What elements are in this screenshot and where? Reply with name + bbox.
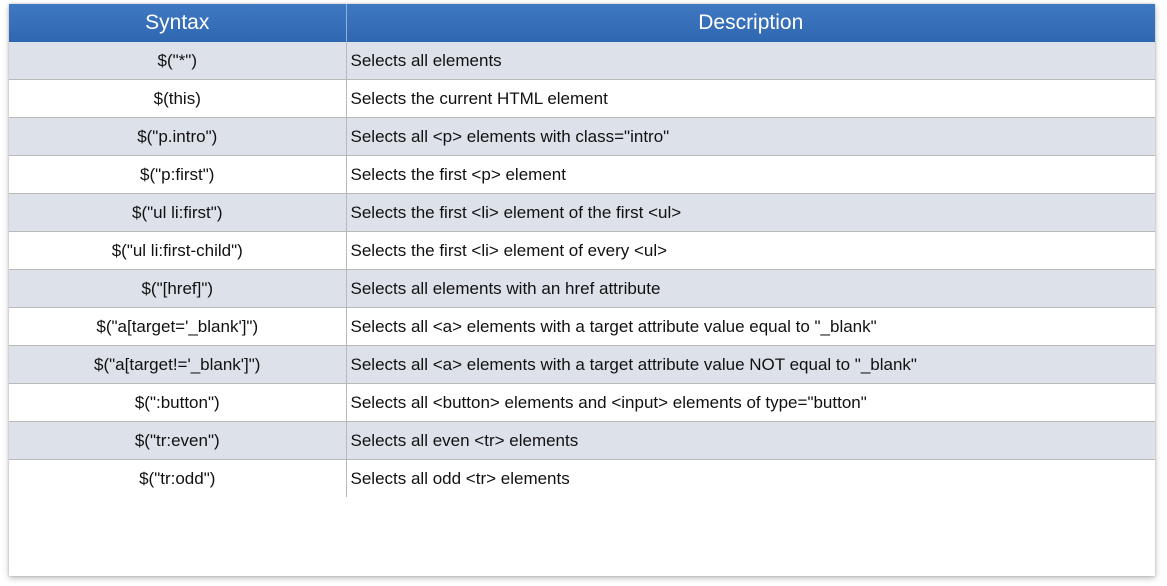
- syntax-cell: $("a[target='_blank']"): [9, 307, 347, 346]
- description-cell: Selects the first <li> element of every …: [346, 231, 1155, 270]
- table-row: $("ul li:first") Selects the first <li> …: [9, 193, 1155, 232]
- syntax-cell: $("*"): [9, 42, 347, 80]
- table-row: $(":button") Selects all <button> elemen…: [9, 383, 1155, 422]
- syntax-cell: $("tr:even"): [9, 421, 347, 460]
- description-cell: Selects all <a> elements with a target a…: [346, 345, 1155, 384]
- table-row: $("tr:even") Selects all even <tr> eleme…: [9, 421, 1155, 460]
- table-row: $("a[target!='_blank']") Selects all <a>…: [9, 345, 1155, 384]
- description-cell: Selects all odd <tr> elements: [346, 459, 1155, 497]
- description-cell: Selects all <p> elements with class="int…: [346, 117, 1155, 156]
- table-row: $("p:first") Selects the first <p> eleme…: [9, 155, 1155, 194]
- table-row: $("p.intro") Selects all <p> elements wi…: [9, 117, 1155, 156]
- table-row: $("tr:odd") Selects all odd <tr> element…: [9, 459, 1155, 497]
- description-cell: Selects all <button> elements and <input…: [346, 383, 1155, 422]
- description-cell: Selects the first <li> element of the fi…: [346, 193, 1155, 232]
- jquery-selectors-table-card: Syntax Description $("*") Selects all el…: [9, 4, 1155, 576]
- table-row: $("*") Selects all elements: [9, 42, 1155, 80]
- syntax-cell: $("[href]"): [9, 269, 347, 308]
- jquery-selectors-table: Syntax Description $("*") Selects all el…: [9, 4, 1155, 497]
- table-header: Syntax Description: [9, 4, 1155, 42]
- syntax-cell: $("p.intro"): [9, 117, 347, 156]
- syntax-cell: $("p:first"): [9, 155, 347, 194]
- syntax-cell: $(this): [9, 79, 347, 118]
- header-syntax: Syntax: [9, 4, 347, 42]
- table-row: $("ul li:first-child") Selects the first…: [9, 231, 1155, 270]
- table-row: $("[href]") Selects all elements with an…: [9, 269, 1155, 308]
- syntax-cell: $("ul li:first-child"): [9, 231, 347, 270]
- syntax-cell: $("a[target!='_blank']"): [9, 345, 347, 384]
- syntax-cell: $("tr:odd"): [9, 459, 347, 497]
- table-body: $("*") Selects all elements $(this) Sele…: [9, 42, 1155, 497]
- table-row: $("a[target='_blank']") Selects all <a> …: [9, 307, 1155, 346]
- description-cell: Selects the current HTML element: [346, 79, 1155, 118]
- description-cell: Selects the first <p> element: [346, 155, 1155, 194]
- syntax-cell: $("ul li:first"): [9, 193, 347, 232]
- table-row: $(this) Selects the current HTML element: [9, 79, 1155, 118]
- description-cell: Selects all elements: [346, 42, 1155, 80]
- description-cell: Selects all even <tr> elements: [346, 421, 1155, 460]
- header-description: Description: [346, 4, 1155, 42]
- syntax-cell: $(":button"): [9, 383, 347, 422]
- description-cell: Selects all elements with an href attrib…: [346, 269, 1155, 308]
- description-cell: Selects all <a> elements with a target a…: [346, 307, 1155, 346]
- header-row: Syntax Description: [9, 4, 1155, 42]
